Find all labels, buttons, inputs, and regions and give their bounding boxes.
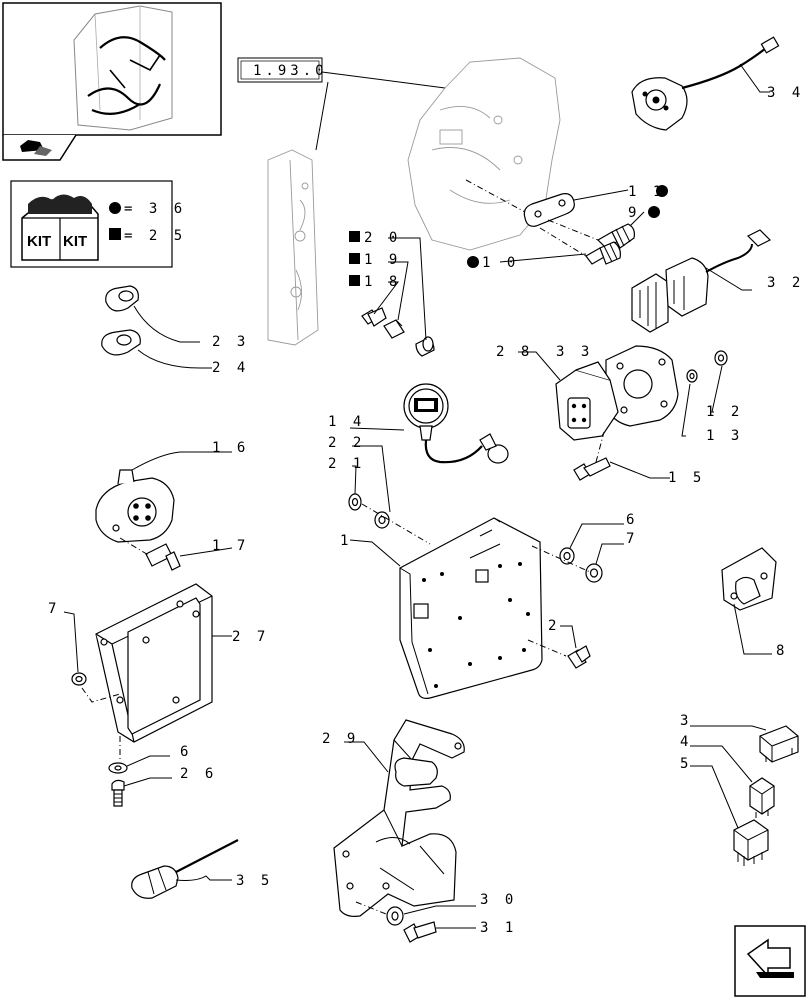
part-32-connector[interactable] <box>631 229 772 333</box>
callout-21: 2 1 <box>328 456 365 472</box>
callout-10-circle-marker <box>467 256 479 268</box>
part-10-plug[interactable] <box>499 227 621 265</box>
part-16-sensor-housing[interactable] <box>95 451 232 543</box>
part-22-nut[interactable] <box>352 445 391 529</box>
callout-35: 3 5 <box>236 873 273 889</box>
callout-20-square-marker <box>349 231 360 242</box>
part-24-clip[interactable] <box>101 329 212 369</box>
callout-24: 2 4 <box>212 360 249 376</box>
callout-23: 2 3 <box>212 334 249 350</box>
part-23-clip[interactable] <box>105 285 200 343</box>
callout-6-right: 6 <box>626 512 638 528</box>
part-14-gauge-sensor[interactable] <box>349 383 509 464</box>
part-6-washer-right[interactable] <box>559 547 575 565</box>
callout-34: 3 4 <box>767 85 804 101</box>
part-21-washer[interactable] <box>348 465 362 511</box>
next-page-button[interactable] <box>734 925 806 997</box>
part-29-bracket[interactable] <box>333 719 465 917</box>
callout-9: 9 <box>628 205 640 221</box>
part-30-spacer[interactable] <box>355 901 476 926</box>
callout-8: 8 <box>776 643 788 659</box>
part-4-relay[interactable] <box>690 745 775 818</box>
callout-32: 3 2 <box>767 275 804 291</box>
reference-box[interactable]: 1.93.0 <box>237 57 446 151</box>
callout-2: 2 <box>548 618 560 634</box>
part-7-nut-right[interactable] <box>585 563 603 583</box>
thumbnail-panel[interactable] <box>2 2 222 161</box>
callout-17: 1 7 <box>212 538 249 554</box>
callout-26: 2 6 <box>180 766 217 782</box>
callout-29: 2 9 <box>322 731 359 747</box>
callout-14: 1 4 <box>328 414 365 430</box>
kit-label-left: KIT <box>27 233 51 250</box>
part-33-flange[interactable] <box>605 345 679 427</box>
callout-11: 1 1 <box>628 184 665 200</box>
callout-19-square-marker <box>349 253 360 264</box>
kit-box-icon: KIT KIT <box>21 194 99 261</box>
part-6-washer-left[interactable] <box>108 755 170 774</box>
callout-16: 1 6 <box>212 440 249 456</box>
callout-15: 1 5 <box>668 470 705 486</box>
kit-entry-square: = 2 5 <box>124 228 186 244</box>
part-9-plug[interactable] <box>547 211 645 249</box>
part-18-pin[interactable] <box>361 307 387 327</box>
callout-11-circle-marker <box>656 185 668 197</box>
kit-entry-circle: = 3 6 <box>124 201 186 217</box>
callout-6-left: 6 <box>180 744 192 760</box>
callout-7-right: 7 <box>626 531 638 547</box>
part-28-sensor-body[interactable] <box>518 351 619 441</box>
callout-18-square-marker <box>349 275 360 286</box>
kit-legend: KIT KIT = 3 6 = 2 5 <box>10 180 186 268</box>
callout-22: 2 2 <box>328 435 365 451</box>
part-17-bolt[interactable] <box>119 537 233 571</box>
callout-3: 3 <box>680 713 692 729</box>
part-31-bolt[interactable] <box>403 921 476 943</box>
part-15-bolt[interactable] <box>573 431 670 481</box>
callout-4: 4 <box>680 734 692 750</box>
cab-icon <box>20 140 52 156</box>
callout-18: 1 8 <box>364 274 401 290</box>
kit-label-right: KIT <box>63 233 87 250</box>
part-12-nut[interactable] <box>714 350 728 366</box>
part-35-connector[interactable] <box>131 839 239 899</box>
part-27-bracket[interactable] <box>95 583 232 743</box>
part-11-plate[interactable] <box>465 179 629 227</box>
thumbnail-cab-illustration <box>73 5 173 131</box>
callout-27: 2 7 <box>232 629 269 645</box>
part-20-cap[interactable] <box>415 336 435 357</box>
ghost-column <box>267 149 319 346</box>
callout-31: 3 1 <box>480 920 517 936</box>
callout-33: 3 3 <box>556 344 593 360</box>
callout-10: 1 0 <box>482 255 519 271</box>
square-bullet-icon <box>109 228 121 240</box>
part-13-washer[interactable] <box>686 369 698 383</box>
callout-30: 3 0 <box>480 892 517 908</box>
callout-12: 1 2 <box>706 404 743 420</box>
part-19-sleeve[interactable] <box>383 319 405 339</box>
reference-code: 1.93.0 <box>253 63 328 79</box>
part-3-relay[interactable] <box>690 725 799 763</box>
part-7-nut-left[interactable] <box>63 611 87 686</box>
callout-7-left: 7 <box>48 601 60 617</box>
part-8-bracket[interactable] <box>721 547 777 655</box>
callout-13: 1 3 <box>706 428 743 444</box>
callout-9-circle-marker <box>648 206 660 218</box>
part-34-sensor[interactable] <box>631 36 780 131</box>
part-5-relay[interactable] <box>690 765 769 866</box>
part-26-bolt[interactable] <box>111 777 172 807</box>
callout-28: 2 8 <box>496 344 533 360</box>
callout-19: 1 9 <box>364 252 401 268</box>
part-1-mounting-plate[interactable] <box>349 517 543 699</box>
callout-labels: 3 4 1 1 9 1 0 2 0 1 9 1 8 3 2 2 3 2 4 2 … <box>48 85 804 936</box>
callout-1: 1 <box>340 533 352 549</box>
callout-5: 5 <box>680 756 692 772</box>
circle-bullet-icon <box>109 202 121 214</box>
part-2-bolt[interactable] <box>527 625 591 669</box>
callout-20: 2 0 <box>364 230 401 246</box>
